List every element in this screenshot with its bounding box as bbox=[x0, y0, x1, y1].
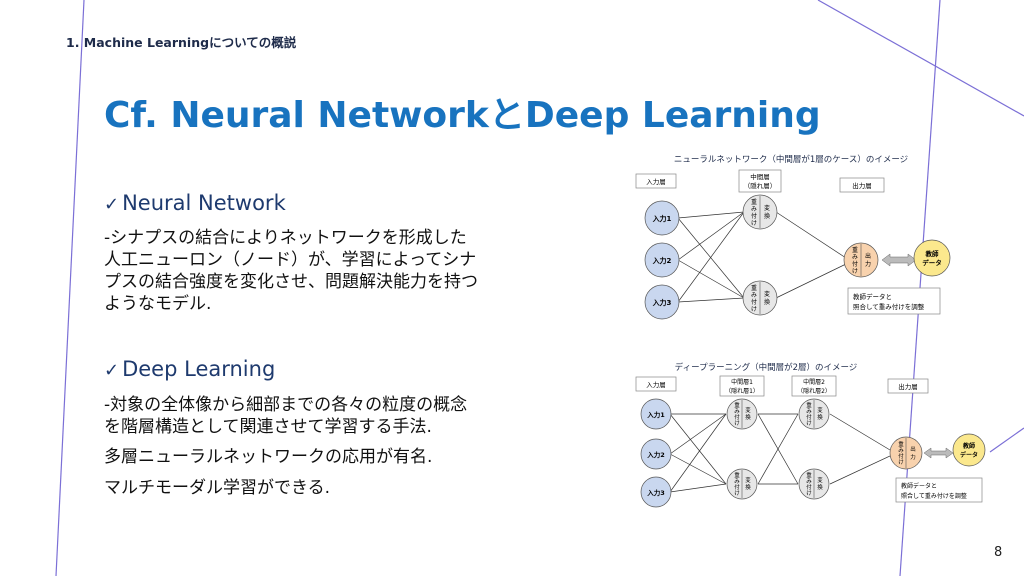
layer-label: （隠れ層2） bbox=[797, 387, 831, 395]
teacher-node: 教師 bbox=[962, 442, 975, 450]
weight-char: け bbox=[806, 420, 812, 427]
weight-char: 付 bbox=[734, 413, 740, 421]
weight-char: み bbox=[751, 292, 757, 299]
weight-char: み bbox=[806, 408, 812, 415]
text-line: -対象の全体像から細部までの各々の粒度の概念 bbox=[104, 395, 468, 415]
convert-char: 換 bbox=[817, 483, 823, 491]
weight-char: 付 bbox=[806, 413, 812, 421]
weight-char: け bbox=[898, 459, 904, 466]
layer-label: （隠れ層） bbox=[744, 181, 777, 190]
diagram-title: ニューラルネットワーク（中間層が1層のケース）のイメージ bbox=[674, 154, 908, 165]
weight-char: み bbox=[806, 478, 812, 485]
convert-char: 換 bbox=[745, 413, 751, 421]
text-line: 人工ニューロン（ノード）が、学習によってシナ bbox=[104, 250, 477, 270]
neural-network-description: -シナプスの結合によりネットワークを形成した 人工ニューロン（ノード）が、学習に… bbox=[104, 227, 554, 315]
layer-label: 中間層1 bbox=[731, 378, 753, 386]
check-icon: ✓ bbox=[104, 194, 120, 215]
section-label: 1. Machine Learningについての概説 bbox=[66, 35, 297, 50]
input-node: 入力1 bbox=[652, 214, 672, 223]
layer-label: 入力層 bbox=[646, 177, 666, 186]
teacher-node: データ bbox=[960, 451, 978, 459]
deep-learning-extra-2: マルチモーダル学習ができる. bbox=[104, 478, 331, 498]
convert-char: 換 bbox=[817, 413, 823, 421]
layer-label: 中間層 bbox=[750, 172, 770, 181]
note-text: 教師データと bbox=[853, 292, 892, 301]
deep-learning-description: -対象の全体像から細部までの各々の粒度の概念 を階層構造として関連させて学習する… bbox=[104, 394, 554, 438]
weight-char: け bbox=[734, 420, 740, 427]
convert-char: 換 bbox=[764, 298, 770, 306]
layer-label: 入力層 bbox=[646, 380, 666, 389]
input-node: 入力3 bbox=[652, 298, 672, 307]
text-line: ようなモデル. bbox=[104, 294, 212, 314]
text-line: プスの結合強度を変化させ、問題解決能力を持つ bbox=[104, 272, 478, 292]
convert-char: 変 bbox=[745, 476, 751, 484]
deep-learning-diagram: ディープラーニング（中間層が2層）のイメージ 入力層 中間層1 （隠れ層1） 中… bbox=[635, 362, 986, 508]
weight-char: け bbox=[734, 490, 740, 497]
output-char: 力 bbox=[865, 260, 871, 268]
convert-char: 変 bbox=[745, 406, 751, 414]
weight-char: 付 bbox=[734, 483, 740, 491]
weight-char: 重 bbox=[806, 401, 812, 409]
double-arrow-icon bbox=[923, 447, 954, 459]
weight-char: み bbox=[898, 447, 904, 454]
weight-char: 付 bbox=[852, 260, 858, 268]
weight-char: 重 bbox=[734, 401, 740, 409]
bullet-heading: Neural Network bbox=[122, 191, 286, 215]
convert-char: 変 bbox=[764, 204, 770, 212]
weight-char: み bbox=[734, 408, 740, 415]
weight-char: 付 bbox=[806, 483, 812, 491]
note-text: 照合して重み付けを調整 bbox=[853, 302, 925, 311]
output-char: 出 bbox=[910, 445, 916, 453]
diagram-title: ディープラーニング（中間層が2層）のイメージ bbox=[675, 362, 858, 373]
layer-label: 中間層2 bbox=[803, 378, 825, 386]
weight-char: け bbox=[806, 490, 812, 497]
output-char: 出 bbox=[865, 252, 871, 260]
weight-char: け bbox=[751, 306, 757, 313]
input-node: 入力2 bbox=[652, 256, 672, 265]
bullet-neural-network: ✓Neural Network bbox=[104, 191, 286, 215]
weight-char: み bbox=[751, 206, 757, 213]
convert-char: 変 bbox=[764, 290, 770, 298]
weight-char: 重 bbox=[751, 284, 757, 292]
weight-char: み bbox=[734, 478, 740, 485]
weight-char: 付 bbox=[751, 212, 757, 220]
weight-char: 付 bbox=[898, 452, 904, 460]
note-text: 教師データと bbox=[901, 482, 937, 490]
output-char: 力 bbox=[910, 453, 916, 461]
input-node: 入力2 bbox=[646, 450, 665, 459]
page-number: 8 bbox=[994, 545, 1003, 560]
double-arrow-icon bbox=[881, 253, 917, 267]
input-node: 入力1 bbox=[646, 410, 665, 419]
neural-network-diagram: ニューラルネットワーク（中間層が1層のケース）のイメージ 入力層 中間層 （隠れ… bbox=[635, 154, 951, 320]
convert-char: 換 bbox=[764, 212, 770, 220]
bullet-heading: Deep Learning bbox=[122, 357, 276, 381]
input-node: 入力3 bbox=[646, 488, 665, 497]
weight-char: み bbox=[852, 254, 858, 261]
text-line: -シナプスの結合によりネットワークを形成した bbox=[104, 228, 467, 248]
weight-char: 重 bbox=[734, 471, 740, 479]
deep-learning-extra-1: 多層ニューラルネットワークの応用が有名. bbox=[104, 447, 433, 467]
layer-label: 出力層 bbox=[852, 181, 872, 190]
weight-char: け bbox=[751, 220, 757, 227]
weight-char: 付 bbox=[751, 298, 757, 306]
slide-title: Cf. Neural NetworkとDeep Learning bbox=[104, 95, 821, 136]
text-line: を階層構造として関連させて学習する手法. bbox=[104, 417, 432, 437]
layer-label: 出力層 bbox=[898, 382, 918, 391]
teacher-node: データ bbox=[922, 258, 942, 267]
weight-char: 重 bbox=[898, 440, 904, 448]
convert-char: 変 bbox=[817, 406, 823, 414]
convert-char: 換 bbox=[745, 483, 751, 491]
note-text: 照合して重み付けを調整 bbox=[901, 492, 967, 500]
weight-char: 重 bbox=[806, 471, 812, 479]
check-icon: ✓ bbox=[104, 360, 120, 381]
weight-char: 重 bbox=[852, 246, 858, 254]
layer-label: （隠れ層1） bbox=[725, 387, 759, 395]
weight-char: 重 bbox=[751, 198, 757, 206]
teacher-node: 教師 bbox=[925, 249, 940, 258]
weight-char: け bbox=[852, 268, 858, 275]
bullet-deep-learning: ✓Deep Learning bbox=[104, 357, 275, 381]
convert-char: 変 bbox=[817, 476, 823, 484]
